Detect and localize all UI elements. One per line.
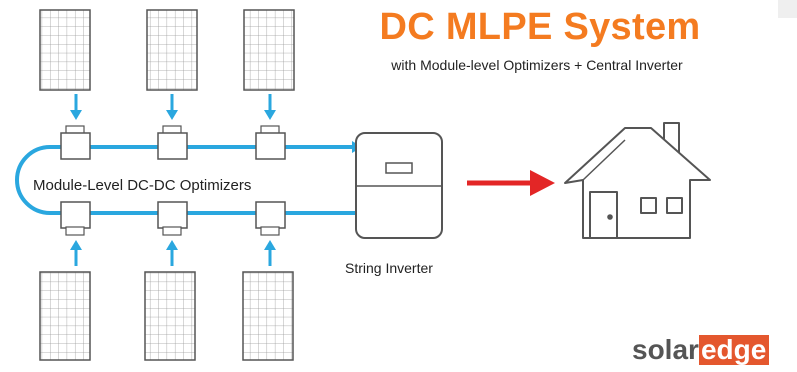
inverter-label: String Inverter	[345, 260, 433, 276]
logo-text-solar: solar	[632, 334, 699, 365]
logo-text-edge: edge	[698, 335, 770, 365]
solar-panel-icon	[146, 9, 198, 91]
solar-panel-icon	[39, 9, 91, 91]
optimizer-icon	[157, 201, 188, 236]
string-inverter-icon	[355, 132, 443, 239]
corner-placeholder	[778, 0, 797, 18]
optimizer-icon	[157, 125, 188, 160]
optimizer-icon	[255, 201, 286, 236]
optimizer-icon	[255, 125, 286, 160]
solar-panel-icon	[144, 271, 196, 361]
ac-arrow	[467, 170, 555, 196]
solaredge-logo: solaredge	[632, 333, 770, 367]
optimizer-icon	[60, 201, 91, 236]
house-icon	[564, 122, 711, 239]
bottom-arrows	[70, 240, 276, 266]
diagram-subtitle: with Module-level Optimizers + Central I…	[391, 57, 683, 73]
diagram-title: DC MLPE System	[379, 6, 701, 48]
top-arrows	[70, 94, 276, 120]
solar-panel-icon	[243, 9, 295, 91]
solar-panel-icon	[39, 271, 91, 361]
dc-string-loop	[15, 145, 355, 215]
solar-panel-icon	[242, 271, 294, 361]
optimizers-label: Module-Level DC-DC Optimizers	[33, 177, 252, 194]
optimizer-icon	[60, 125, 91, 160]
